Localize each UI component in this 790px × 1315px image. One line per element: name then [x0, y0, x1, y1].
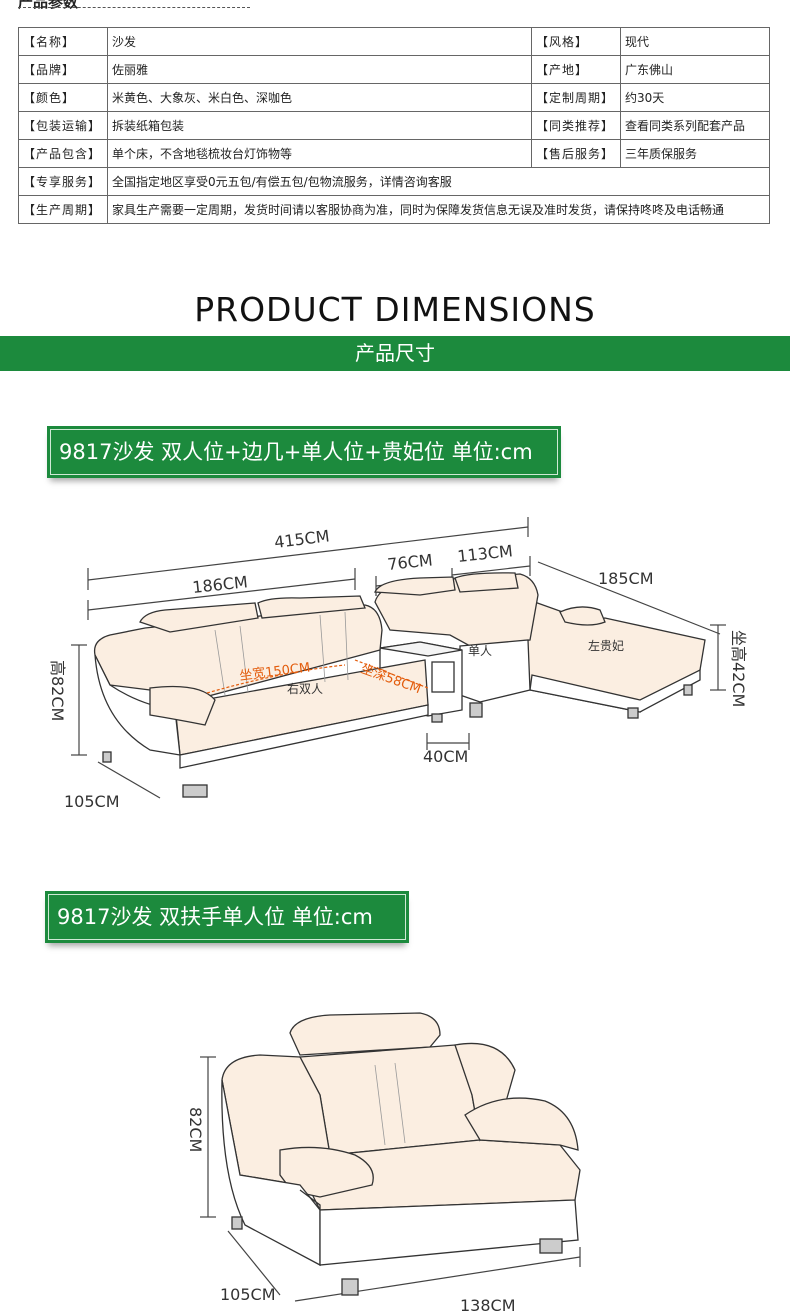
params-table: 【名称】 沙发 【风格】 现代 【品牌】 佐丽雅 【产地】 广东佛山 【颜色】 … — [18, 27, 770, 224]
param-key: 【生产周期】 — [18, 195, 108, 224]
set1-label-text: 9817沙发 双人位+边几+单人位+贵妃位 单位:cm — [50, 429, 558, 475]
param-value: 佐丽雅 — [107, 55, 532, 84]
dim-sofa2-width: 186CM — [191, 572, 248, 597]
armchair-depth: 105CM — [220, 1285, 276, 1304]
table-row: 【产品包含】 单个床，不含地毯梳妆台灯饰物等 【售后服务】 三年质保服务 — [18, 139, 770, 168]
dim-height: 高82CM — [48, 660, 67, 721]
param-key: 【产品包含】 — [18, 139, 108, 168]
table-row: 【颜色】 米黄色、大象灰、米白色、深咖色 【定制周期】 约30天 — [18, 83, 770, 112]
dim-table-depth: 40CM — [423, 747, 468, 766]
armchair-diagram: 82CM 105CM 138CM — [186, 1012, 581, 1315]
table-row: 【名称】 沙发 【风格】 现代 — [18, 27, 770, 56]
set2-label: 9817沙发 双扶手单人位 单位:cm — [45, 891, 409, 943]
dimensions-band: 产品尺寸 — [0, 336, 790, 371]
set1-label: 9817沙发 双人位+边几+单人位+贵妃位 单位:cm — [47, 426, 561, 478]
param-value: 全国指定地区享受0元五包/有偿五包/包物流服务，详情咨询客服 — [107, 167, 770, 196]
dim-total-width: 415CM — [273, 526, 330, 552]
dimensions-heading: PRODUCT DIMENSIONS — [194, 290, 596, 329]
armchair-width: 138CM — [460, 1296, 516, 1315]
dim-seat-height: 坐高42CM — [729, 630, 748, 707]
chaise-section — [514, 594, 706, 719]
armchair-body — [221, 1012, 581, 1296]
single-seat-section — [374, 572, 539, 718]
param-key: 【名称】 — [18, 27, 108, 56]
table-row: 【生产周期】 家具生产需要一定周期，发货时间请以客服协商为准，同时为保障发货信息… — [18, 195, 770, 224]
param-value: 单个床，不含地毯梳妆台灯饰物等 — [107, 139, 532, 168]
dim-single-width: 113CM — [456, 541, 513, 566]
dim-depth: 105CM — [64, 792, 120, 811]
table-row: 【专享服务】 全国指定地区享受0元五包/有偿五包/包物流服务，详情咨询客服 — [18, 167, 770, 196]
armchair-height: 82CM — [186, 1107, 205, 1152]
param-value: 家具生产需要一定周期，发货时间请以客服协商为准，同时为保障发货信息无误及准时发货… — [107, 195, 770, 224]
param-key: 【专享服务】 — [18, 167, 108, 196]
sectional-sofa-diagram: 415CM 186CM 76CM 113CM 185CM 高82CM 105CM… — [48, 517, 748, 811]
param-key: 【颜色】 — [18, 83, 108, 112]
param-key: 【售后服务】 — [531, 139, 621, 168]
part-right-double: 右双人 — [287, 681, 323, 696]
part-chaise: 左贵妃 — [588, 638, 624, 653]
param-key: 【包装运输】 — [18, 111, 108, 140]
param-key: 【风格】 — [531, 27, 621, 56]
dimension-lines — [71, 517, 726, 799]
param-value: 拆装纸箱包装 — [107, 111, 532, 140]
param-value: 广东佛山 — [620, 55, 770, 84]
table-row: 【品牌】 佐丽雅 【产地】 广东佛山 — [18, 55, 770, 84]
seat-arrows — [206, 659, 429, 694]
table-row: 【包装运输】 拆装纸箱包装 【同类推荐】 查看同类系列配套产品 — [18, 111, 770, 140]
param-key: 【产地】 — [531, 55, 621, 84]
param-key: 【品牌】 — [18, 55, 108, 84]
dim-table-width: 76CM — [386, 550, 433, 574]
set2-label-text: 9817沙发 双扶手单人位 单位:cm — [48, 894, 406, 940]
param-key: 【定制周期】 — [531, 83, 621, 112]
param-value: 现代 — [620, 27, 770, 56]
param-value: 约30天 — [620, 83, 770, 112]
title-underline — [18, 7, 250, 8]
double-seat-section — [93, 595, 429, 798]
param-value[interactable]: 查看同类系列配套产品 — [620, 111, 770, 140]
param-value: 米黄色、大象灰、米白色、深咖色 — [107, 83, 532, 112]
param-value: 沙发 — [107, 27, 532, 56]
params-title: 产品参数 — [18, 0, 79, 11]
param-key: 【同类推荐】 — [531, 111, 621, 140]
dim-chaise-length: 185CM — [598, 569, 654, 588]
part-single: 单人 — [468, 644, 492, 658]
param-value: 三年质保服务 — [620, 139, 770, 168]
